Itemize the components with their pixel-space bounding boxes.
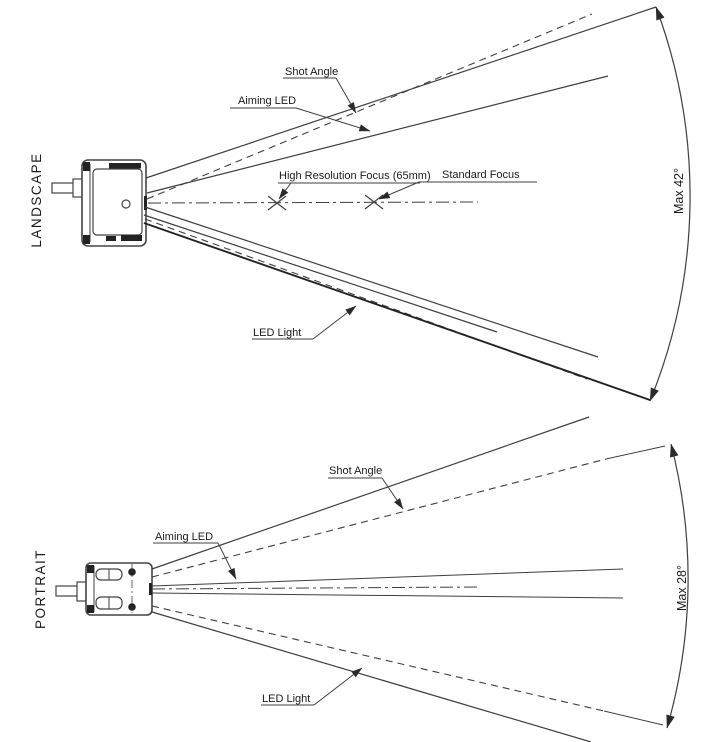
standard-focus-callout: Standard Focus <box>378 169 537 200</box>
landscape-device <box>51 159 147 247</box>
portrait-device-corner-tick-bottom <box>87 605 94 613</box>
landscape-orientation-label: LANDSCAPE <box>29 152 44 247</box>
led-light-leader <box>312 305 357 340</box>
high-res-focus-leader <box>278 182 292 200</box>
portrait-orientation-label: PORTRAIT <box>33 549 48 629</box>
portrait-lower-solid-line <box>151 611 592 742</box>
landscape-shot-angle-upper-line <box>145 6 657 179</box>
portrait-aiming-led-leader <box>217 542 237 580</box>
portrait-led-light-label: LED Light <box>262 693 310 705</box>
landscape-led-inner-line <box>143 214 498 333</box>
portrait-diagram: PORTRAIT <box>33 416 689 742</box>
portrait-aiming-wedge-top <box>151 568 624 587</box>
portrait-fan-lines <box>151 416 666 742</box>
high-res-focus-callout: High Resolution Focus (65mm) <box>278 170 431 200</box>
portrait-device-emitter-tick <box>149 583 152 595</box>
landscape-diagram: LANDSCAPE <box>29 6 691 402</box>
landscape-shot-angle-inner-line <box>146 75 609 194</box>
portrait-shot-angle-label: Shot Angle <box>329 465 382 477</box>
portrait-arc <box>666 443 689 729</box>
portrait-dimension-arc: Max 28° <box>666 443 689 729</box>
portrait-shot-angle-leader <box>381 477 404 510</box>
landscape-arc <box>649 6 691 402</box>
standard-focus-label: Standard Focus <box>442 169 520 181</box>
shot-angle-leader <box>335 77 357 114</box>
portrait-lower-dashed-line <box>151 605 605 712</box>
landscape-led-dashed-line <box>144 218 588 380</box>
portrait-device-corner-tick-top <box>87 565 94 573</box>
landscape-optical-axis <box>147 201 479 204</box>
landscape-max-angle-label: Max 42° <box>672 168 686 214</box>
portrait-upper-solid-line <box>151 416 590 570</box>
portrait-upper-arc-stub <box>605 445 666 460</box>
landscape-callouts: Shot Angle Aiming LED High Resolution Fo… <box>230 66 537 340</box>
shot-angle-callout: Shot Angle <box>283 66 357 114</box>
portrait-aiming-wedge-bottom <box>151 592 624 599</box>
aiming-led-callout: Aiming LED <box>230 95 371 132</box>
landscape-device-emitter-tick <box>144 196 147 210</box>
standard-focus-leader <box>378 181 420 200</box>
landscape-dimension-arc: Max 42° <box>649 6 691 402</box>
landscape-device-bottom-bar-small <box>106 236 116 241</box>
landscape-led-upper-line <box>144 206 599 358</box>
portrait-upper-dashed-line <box>151 458 607 578</box>
landscape-led-light-line <box>143 222 651 401</box>
landscape-aiming-led-line <box>146 13 593 200</box>
portrait-aiming-led-label: Aiming LED <box>155 531 213 543</box>
landscape-device-corner-tick-bottom <box>83 235 90 244</box>
landscape-fan-lines <box>143 6 657 401</box>
landscape-device-top-bar <box>109 163 141 169</box>
led-light-callout: LED Light <box>252 305 357 340</box>
portrait-max-angle-label: Max 28° <box>675 565 689 611</box>
portrait-led-light-callout: LED Light <box>261 667 363 706</box>
portrait-lower-arc-stub <box>603 710 664 726</box>
landscape-device-lens-dot <box>121 199 131 209</box>
led-light-label: LED Light <box>253 327 301 339</box>
aiming-led-leader <box>295 107 371 132</box>
portrait-callouts: Shot Angle Aiming LED LED Light <box>153 465 404 706</box>
portrait-aiming-led-callout: Aiming LED <box>153 531 237 580</box>
portrait-optical-axis <box>151 586 479 590</box>
high-res-focus-label: High Resolution Focus (65mm) <box>279 170 431 182</box>
landscape-device-bottom-bar-large <box>121 235 142 241</box>
landscape-device-corner-tick-top <box>83 162 90 171</box>
portrait-led-light-leader <box>313 667 363 706</box>
portrait-device <box>55 562 153 616</box>
landscape-device-window <box>92 168 143 236</box>
aiming-led-label: Aiming LED <box>238 95 296 107</box>
shot-angle-label: Shot Angle <box>285 66 338 78</box>
portrait-shot-angle-callout: Shot Angle <box>328 465 404 510</box>
